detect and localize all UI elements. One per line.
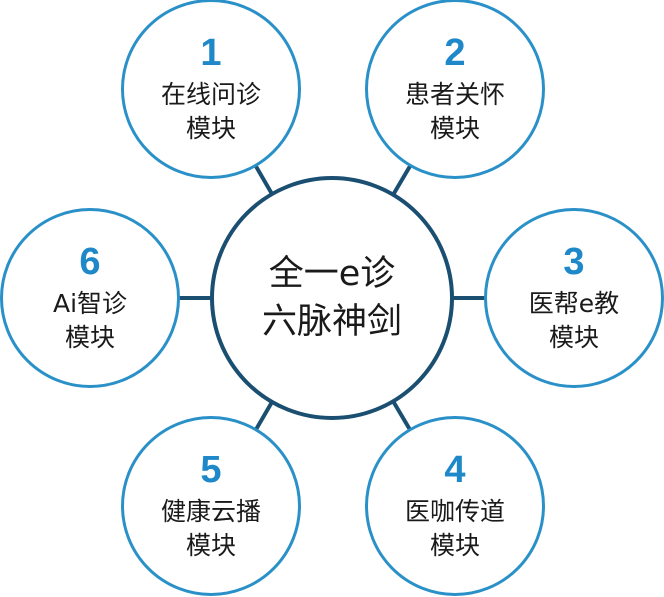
- module-number: 5: [200, 449, 222, 491]
- module-number: 1: [200, 32, 222, 74]
- module-number: 2: [444, 32, 466, 74]
- module-title: 健康云播: [160, 497, 261, 526]
- module-title: 医帮e教: [528, 289, 620, 318]
- module-title: 在线问诊: [160, 80, 261, 109]
- connector-4: [391, 400, 412, 432]
- module-title: 医咖传道: [404, 497, 505, 526]
- center-title: 全一e诊: [268, 254, 396, 294]
- module-node-3: 3 医帮e教 模块: [484, 208, 664, 388]
- connector-6: [178, 296, 212, 300]
- module-node-2: 2 患者关怀 模块: [365, 0, 545, 179]
- module-subtitle: 模块: [185, 531, 236, 560]
- module-subtitle: 模块: [548, 323, 599, 352]
- center-subtitle: 六脉神剑: [261, 302, 402, 342]
- connector-3: [452, 296, 486, 300]
- module-node-1: 1 在线问诊 模块: [121, 0, 301, 179]
- module-number: 4: [444, 449, 466, 491]
- connector-5: [253, 400, 274, 431]
- module-title: 患者关怀: [404, 80, 505, 109]
- module-title: Ai智诊: [52, 289, 128, 318]
- module-number: 6: [79, 241, 101, 283]
- module-subtitle: 模块: [429, 531, 480, 560]
- connector-1: [253, 164, 274, 196]
- module-node-6: 6 Ai智诊 模块: [0, 208, 180, 388]
- module-subtitle: 模块: [64, 323, 115, 352]
- module-subtitle: 模块: [429, 114, 480, 143]
- module-node-5: 5 健康云播 模块: [121, 416, 301, 596]
- connector-2: [391, 163, 413, 196]
- module-subtitle: 模块: [185, 114, 236, 143]
- module-node-4: 4 医咖传道 模块: [365, 416, 545, 596]
- module-number: 3: [563, 241, 585, 283]
- center-hub: 全一e诊 六脉神剑: [210, 176, 454, 420]
